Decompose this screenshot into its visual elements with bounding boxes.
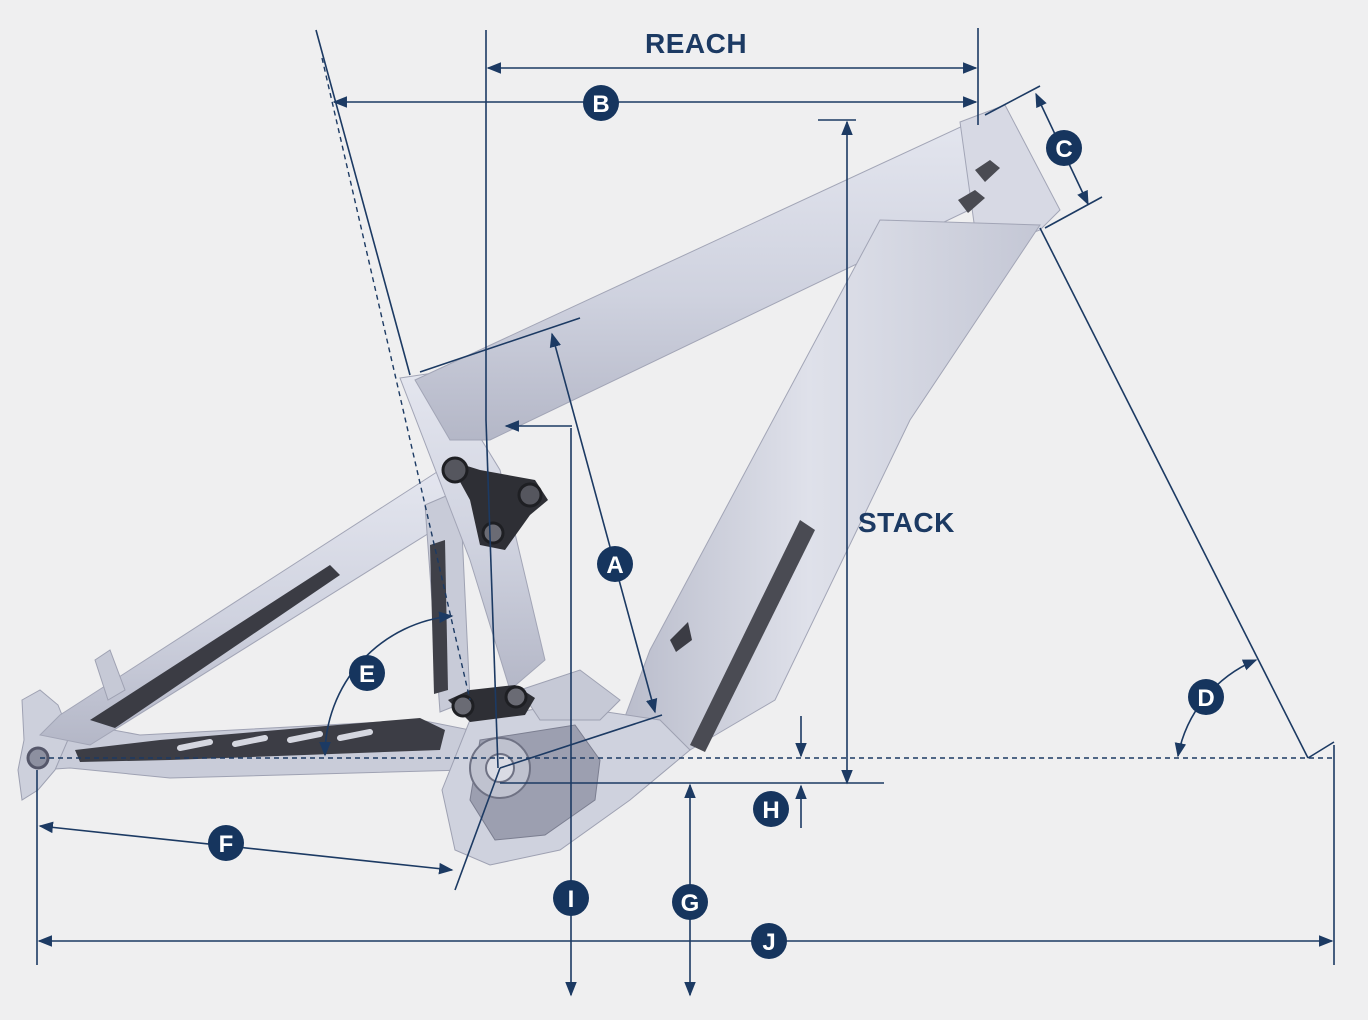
badge-g-label: G [681, 890, 700, 917]
rocker-link [448, 460, 548, 550]
effective-seat-angle-line [321, 57, 471, 701]
badge-j-label: J [762, 929, 775, 956]
stack-label: STACK [858, 507, 955, 538]
bb-vertical-ref [485, 419, 499, 769]
badge-a-label: A [606, 552, 623, 579]
down-tube-port [670, 622, 692, 652]
rocker-pivot-upper [441, 456, 469, 484]
badge-f: F [208, 825, 244, 861]
seat-tube-top-tick [419, 317, 581, 373]
seat-tube-bottom-tick [499, 714, 663, 769]
rear-dropout [17, 689, 71, 801]
dimension-a-line [549, 332, 658, 714]
badge-b: B [583, 85, 619, 121]
head-axis-foot [1307, 741, 1335, 759]
badge-e: E [349, 655, 385, 691]
seat-tube-axis [315, 29, 411, 376]
reach-label: REACH [645, 28, 747, 59]
lower-link-pivot-right [504, 685, 528, 709]
badge-e-label: E [359, 661, 375, 688]
seatstay [38, 469, 471, 746]
head-tube-bottom-tick [1044, 196, 1103, 229]
badge-g: G [672, 884, 708, 920]
bb-to-chainstay-ref [454, 767, 501, 891]
head-tube-top-tick [984, 85, 1041, 116]
badge-c-label: C [1055, 136, 1072, 163]
rear-axle [26, 746, 50, 770]
badge-i: I [553, 880, 589, 916]
chainstay-guard-ribs [177, 729, 373, 751]
bike-frame [17, 104, 1061, 866]
badge-h-label: H [762, 797, 779, 824]
rocker-pivot-front [517, 482, 543, 508]
badge-i-label: I [568, 886, 575, 913]
badge-c: C [1046, 130, 1082, 166]
cable-port-upper [975, 160, 1000, 182]
dimension-lines [36, 28, 1335, 997]
head-tube-axis [1039, 227, 1309, 759]
dimension-f-line [38, 821, 454, 875]
seatstay-dark-insert [90, 565, 340, 728]
badge-j: J [751, 923, 787, 959]
seatstay-bridge [94, 649, 126, 701]
rocker-pivot-lower [481, 521, 505, 545]
main-pivot-plate [519, 669, 621, 721]
badge-a: A [597, 546, 633, 582]
badge-b-label: B [592, 91, 609, 118]
cable-port-lower [958, 190, 985, 213]
badge-h: H [753, 791, 789, 827]
down-tube-battery-cover [690, 520, 815, 752]
badge-d: D [1188, 679, 1224, 715]
badge-f-label: F [219, 831, 234, 858]
badge-d-label: D [1197, 685, 1214, 712]
